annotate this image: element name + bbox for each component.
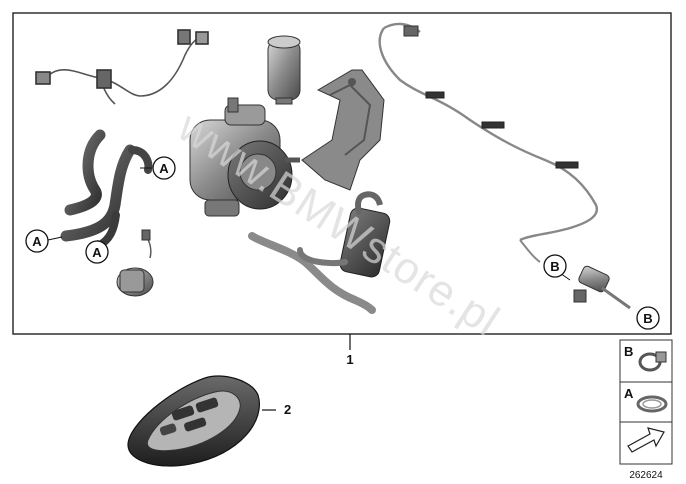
callout-a-1-label: A bbox=[159, 161, 169, 176]
part-number-1: 1 bbox=[346, 334, 354, 367]
part-number-1-label: 1 bbox=[346, 352, 353, 367]
legend-a-letter: A bbox=[624, 386, 634, 401]
small-parts-arrow-icon bbox=[627, 427, 665, 453]
callout-a-2-label: A bbox=[32, 234, 42, 249]
fuel-line bbox=[378, 22, 599, 242]
part-number-2-label: 2 bbox=[284, 402, 291, 417]
parking-heater-unit bbox=[189, 97, 300, 217]
exhaust-pipe bbox=[248, 232, 376, 314]
mounting-bracket bbox=[301, 69, 385, 191]
callout-b-1-label: B bbox=[550, 259, 559, 274]
reference-number: 262624 bbox=[629, 470, 663, 481]
callout-a-3-label: A bbox=[92, 245, 102, 260]
fuel-dosing-pump bbox=[267, 35, 301, 105]
callout-a-3: A bbox=[85, 240, 109, 264]
callout-b-1: B bbox=[543, 254, 571, 281]
exhaust-silencer bbox=[339, 191, 391, 278]
wiring-harness bbox=[35, 29, 209, 105]
hose-clamp-a-icon bbox=[636, 395, 668, 413]
callout-a-2: A bbox=[25, 229, 63, 253]
fuel-tank-connector bbox=[519, 239, 631, 310]
callout-b-2-label: B bbox=[643, 311, 652, 326]
callout-b-2: B bbox=[636, 306, 660, 330]
legend-b-letter: B bbox=[624, 344, 633, 359]
auxiliary-water-pump bbox=[116, 229, 154, 297]
remote-control-key-fob: 2 bbox=[127, 375, 291, 467]
hose-clamp-b-icon bbox=[638, 351, 667, 372]
clamp-legend: B A 262624 bbox=[619, 339, 673, 481]
callout-a-1: A bbox=[140, 156, 176, 180]
